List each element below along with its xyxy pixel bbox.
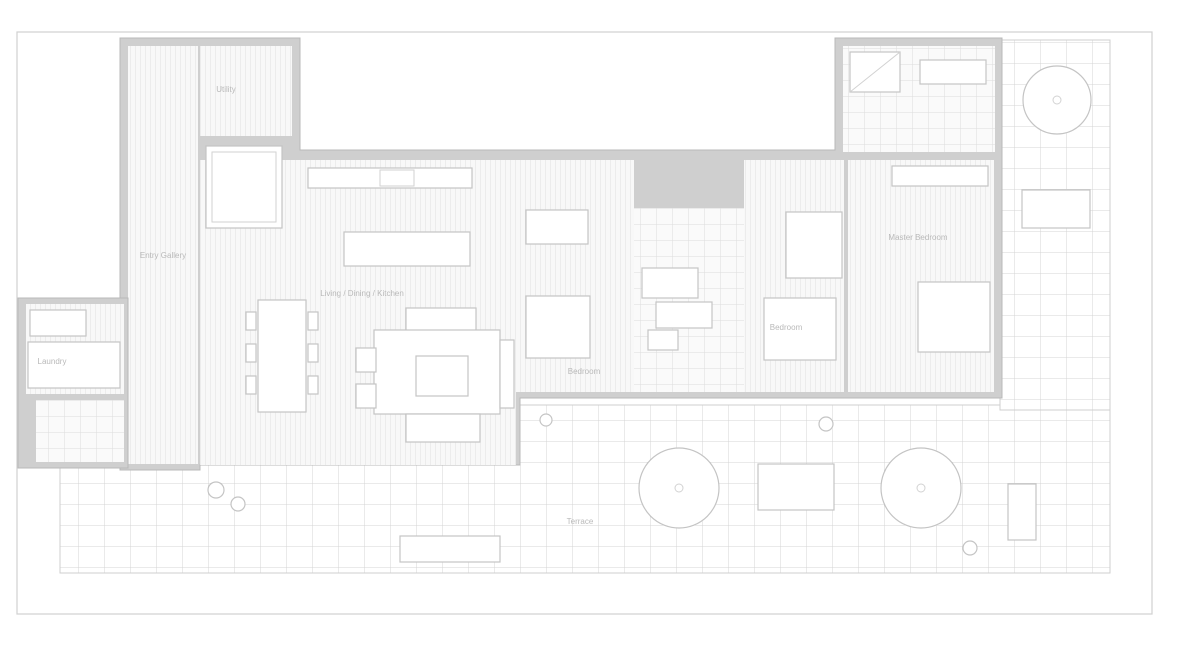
room-label-bedroom2: Bedroom bbox=[568, 367, 601, 376]
master-floor bbox=[848, 160, 994, 392]
room-label-laundry: Laundry bbox=[38, 357, 67, 366]
outdoor-lounge bbox=[1021, 189, 1091, 229]
dining-table bbox=[257, 299, 307, 413]
room-label-living: Living / Dining / Kitchen bbox=[320, 289, 404, 298]
room-label-bedroom3: Bedroom bbox=[770, 323, 803, 332]
utility-floor bbox=[36, 400, 124, 462]
outdoor-sofa bbox=[1007, 483, 1037, 541]
bed-master bbox=[917, 281, 991, 353]
sofa-south bbox=[405, 413, 481, 443]
wardrobe-bedroom2 bbox=[525, 209, 589, 245]
coffee-table bbox=[415, 355, 469, 397]
room-label-terrace: Terrace bbox=[567, 517, 594, 526]
lift-core-inner bbox=[211, 151, 277, 223]
bed-bedroom3 bbox=[763, 297, 837, 361]
wardrobe-bedroom3 bbox=[785, 211, 843, 279]
outdoor-bench bbox=[399, 535, 501, 563]
laundry-appliances bbox=[29, 309, 87, 337]
bathtub-master-icon bbox=[919, 59, 987, 85]
kitchen-counter bbox=[307, 167, 473, 189]
kitchen-island bbox=[343, 231, 471, 267]
bathtub-icon bbox=[655, 301, 713, 329]
room-label-entry: Entry Gallery bbox=[140, 251, 186, 260]
vanity-icon bbox=[647, 329, 679, 351]
planter-icons bbox=[207, 413, 978, 556]
bathroom-floor bbox=[634, 208, 744, 392]
dining-chairs bbox=[245, 311, 319, 395]
room-label-master: Master Bedroom bbox=[888, 233, 947, 242]
sofa-east bbox=[499, 339, 515, 409]
tree-icons bbox=[638, 65, 1092, 529]
room-label-utility: Utility bbox=[216, 85, 236, 94]
entry-gallery-floor bbox=[128, 46, 198, 464]
lift-core bbox=[205, 145, 283, 229]
storage-floor bbox=[200, 46, 292, 136]
outdoor-dining-table bbox=[757, 463, 835, 511]
bed-bedroom2 bbox=[525, 295, 591, 359]
vanity-master bbox=[891, 165, 989, 187]
shower-diagonal bbox=[849, 51, 901, 93]
shower-icon bbox=[641, 267, 699, 299]
site-boundary bbox=[16, 31, 1153, 615]
cooktop-icon bbox=[379, 169, 415, 187]
laundry-counter bbox=[27, 341, 121, 389]
armchairs bbox=[355, 347, 377, 409]
